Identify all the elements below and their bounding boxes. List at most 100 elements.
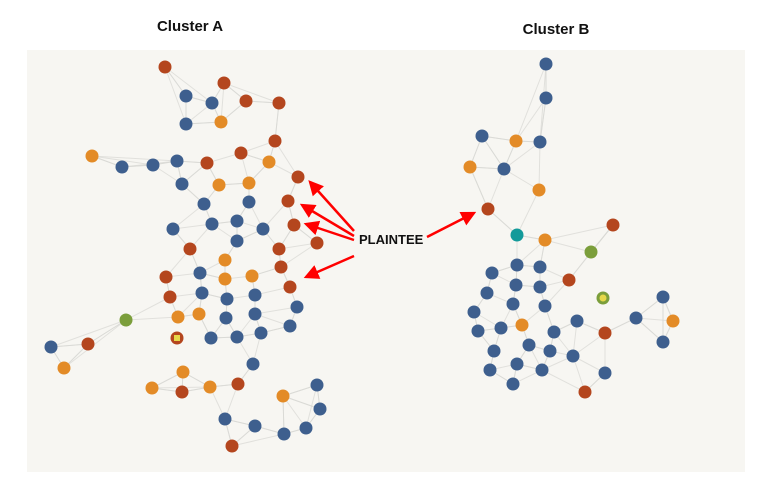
- cluster-b-node-blue[interactable]: [475, 129, 489, 143]
- cluster-b-node-blue[interactable]: [510, 357, 524, 371]
- cluster-a-node-blue[interactable]: [205, 217, 219, 231]
- cluster-b-node-orange[interactable]: [463, 160, 477, 174]
- cluster-a-node-blue[interactable]: [170, 154, 184, 168]
- cluster-a-node-blue[interactable]: [230, 234, 244, 248]
- cluster-a-node-blue[interactable]: [248, 288, 262, 302]
- cluster-a-node-rust[interactable]: [225, 439, 239, 453]
- cluster-a-node-blue[interactable]: [205, 96, 219, 110]
- cluster-a-node-blue[interactable]: [230, 330, 244, 344]
- cluster-b-node-blue[interactable]: [543, 344, 557, 358]
- cluster-a-node-blue[interactable]: [195, 286, 209, 300]
- cluster-b-node-blue[interactable]: [510, 258, 524, 272]
- cluster-b-node-blue[interactable]: [497, 162, 511, 176]
- cluster-a-node-blue[interactable]: [290, 300, 304, 314]
- cluster-a-node-rust[interactable]: [239, 94, 253, 108]
- cluster-b-node-blue[interactable]: [533, 260, 547, 274]
- cluster-b-node-blue[interactable]: [487, 344, 501, 358]
- cluster-a-node-rust[interactable]: [183, 242, 197, 256]
- cluster-b-node-rust[interactable]: [598, 326, 612, 340]
- cluster-a-node-rust[interactable]: [81, 337, 95, 351]
- cluster-a-node-rust[interactable]: [272, 242, 286, 256]
- cluster-a-node-rust[interactable]: [274, 260, 288, 274]
- cluster-b-node-orange[interactable]: [509, 134, 523, 148]
- cluster-b-node-blue[interactable]: [656, 290, 670, 304]
- cluster-a-node-rust[interactable]: [234, 146, 248, 160]
- cluster-a-node-rust[interactable]: [291, 170, 305, 184]
- cluster-a-node-orange[interactable]: [171, 310, 185, 324]
- cluster-b-node-blue[interactable]: [538, 299, 552, 313]
- cluster-b-node-blue[interactable]: [483, 363, 497, 377]
- cluster-b-node-green[interactable]: [584, 245, 598, 259]
- cluster-a-node-green[interactable]: [119, 313, 133, 327]
- cluster-a-node-blue[interactable]: [299, 421, 313, 435]
- cluster-b-node-blue[interactable]: [566, 349, 580, 363]
- cluster-a-node-blue[interactable]: [277, 427, 291, 441]
- cluster-a-node-orange[interactable]: [57, 361, 71, 375]
- cluster-a-node-blue[interactable]: [256, 222, 270, 236]
- cluster-a-node-rust[interactable]: [272, 96, 286, 110]
- cluster-a-node-blue[interactable]: [197, 197, 211, 211]
- cluster-b-node-blue[interactable]: [629, 311, 643, 325]
- cluster-a-node-blue[interactable]: [310, 378, 324, 392]
- cluster-a-node-blue[interactable]: [248, 419, 262, 433]
- cluster-a-node-blue[interactable]: [313, 402, 327, 416]
- cluster-a-node-blue[interactable]: [230, 214, 244, 228]
- cluster-a-node-rust[interactable]: [287, 218, 301, 232]
- cluster-a-node-orange[interactable]: [192, 307, 206, 321]
- cluster-b-node-blue[interactable]: [656, 335, 670, 349]
- cluster-a-node-rust[interactable]: [268, 134, 282, 148]
- cluster-a-node-rust[interactable]: [283, 280, 297, 294]
- cluster-b-node-blue[interactable]: [467, 305, 481, 319]
- cluster-a-node-rust[interactable]: [231, 377, 245, 391]
- cluster-a-node-rust[interactable]: [281, 194, 295, 208]
- cluster-b-node-rust[interactable]: [606, 218, 620, 232]
- cluster-a-node-orange[interactable]: [176, 365, 190, 379]
- cluster-a-node-blue[interactable]: [115, 160, 129, 174]
- cluster-b-node-blue[interactable]: [522, 338, 536, 352]
- cluster-a-node-blue[interactable]: [220, 292, 234, 306]
- cluster-b-node-rust[interactable]: [578, 385, 592, 399]
- cluster-b-node-blue[interactable]: [480, 286, 494, 300]
- cluster-a-node-orange[interactable]: [218, 272, 232, 286]
- cluster-a-node-orange[interactable]: [203, 380, 217, 394]
- cluster-a-node-blue[interactable]: [166, 222, 180, 236]
- cluster-a-node-blue[interactable]: [218, 412, 232, 426]
- cluster-a-node-blue[interactable]: [248, 307, 262, 321]
- cluster-a-node-blue[interactable]: [219, 311, 233, 325]
- cluster-b-node-rust[interactable]: [562, 273, 576, 287]
- cluster-a-node-blue[interactable]: [254, 326, 268, 340]
- cluster-b-node-blue[interactable]: [485, 266, 499, 280]
- cluster-a-node-orange[interactable]: [218, 253, 232, 267]
- cluster-b-node-blue[interactable]: [570, 314, 584, 328]
- cluster-b-node-orange[interactable]: [515, 318, 529, 332]
- cluster-a-node-orange[interactable]: [262, 155, 276, 169]
- cluster-b-node-blue[interactable]: [598, 366, 612, 380]
- cluster-b-node-orange[interactable]: [666, 314, 680, 328]
- cluster-a-node-orange[interactable]: [85, 149, 99, 163]
- cluster-a-node-orange[interactable]: [245, 269, 259, 283]
- cluster-b-node-orange[interactable]: [538, 233, 552, 247]
- cluster-a-node-rust[interactable]: [163, 290, 177, 304]
- cluster-b-node-blue[interactable]: [506, 377, 520, 391]
- cluster-a-node-rust[interactable]: [200, 156, 214, 170]
- cluster-b-node-blue[interactable]: [539, 57, 553, 71]
- cluster-a-node-rust[interactable]: [158, 60, 172, 74]
- cluster-b-node-blue[interactable]: [509, 278, 523, 292]
- cluster-b-node-blue[interactable]: [539, 91, 553, 105]
- cluster-a-node-rust[interactable]: [217, 76, 231, 90]
- cluster-b-node-blue[interactable]: [535, 363, 549, 377]
- cluster-a-node-orange[interactable]: [276, 389, 290, 403]
- cluster-a-node-blue[interactable]: [204, 331, 218, 345]
- cluster-a-node-orange[interactable]: [214, 115, 228, 129]
- cluster-a-node-orange[interactable]: [242, 176, 256, 190]
- cluster-a-node-blue[interactable]: [44, 340, 58, 354]
- cluster-b-node-blue[interactable]: [471, 324, 485, 338]
- cluster-a-node-blue[interactable]: [242, 195, 256, 209]
- cluster-b-node-orange[interactable]: [532, 183, 546, 197]
- cluster-a-node-blue[interactable]: [283, 319, 297, 333]
- cluster-a-node-orange[interactable]: [145, 381, 159, 395]
- cluster-b-node-blue[interactable]: [533, 280, 547, 294]
- cluster-b-node-rust[interactable]: [481, 202, 495, 216]
- cluster-a-node-blue[interactable]: [179, 117, 193, 131]
- cluster-b-node-blue[interactable]: [533, 135, 547, 149]
